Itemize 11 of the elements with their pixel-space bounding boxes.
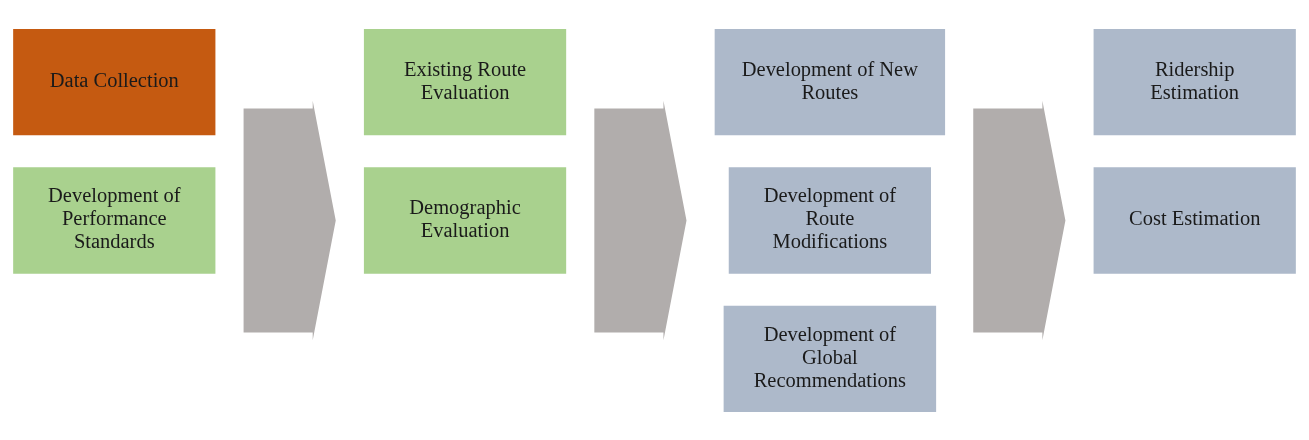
node-box: Ridership Estimation [1093, 28, 1296, 135]
node-box: Demographic Evaluation [363, 166, 567, 274]
node-box: Cost Estimation [1093, 166, 1296, 274]
node-arrow [594, 100, 687, 340]
node-box: Data Collection [13, 28, 216, 135]
node-box: Existing Route Evaluation [363, 28, 567, 135]
node-box: Development of Route Modifications [728, 166, 931, 274]
node-box: Development of Performance Standards [13, 166, 216, 274]
node-box: Development of Global Recommendations [723, 305, 937, 412]
node-box: Development of New Routes [714, 28, 946, 135]
node-arrow [973, 100, 1066, 340]
